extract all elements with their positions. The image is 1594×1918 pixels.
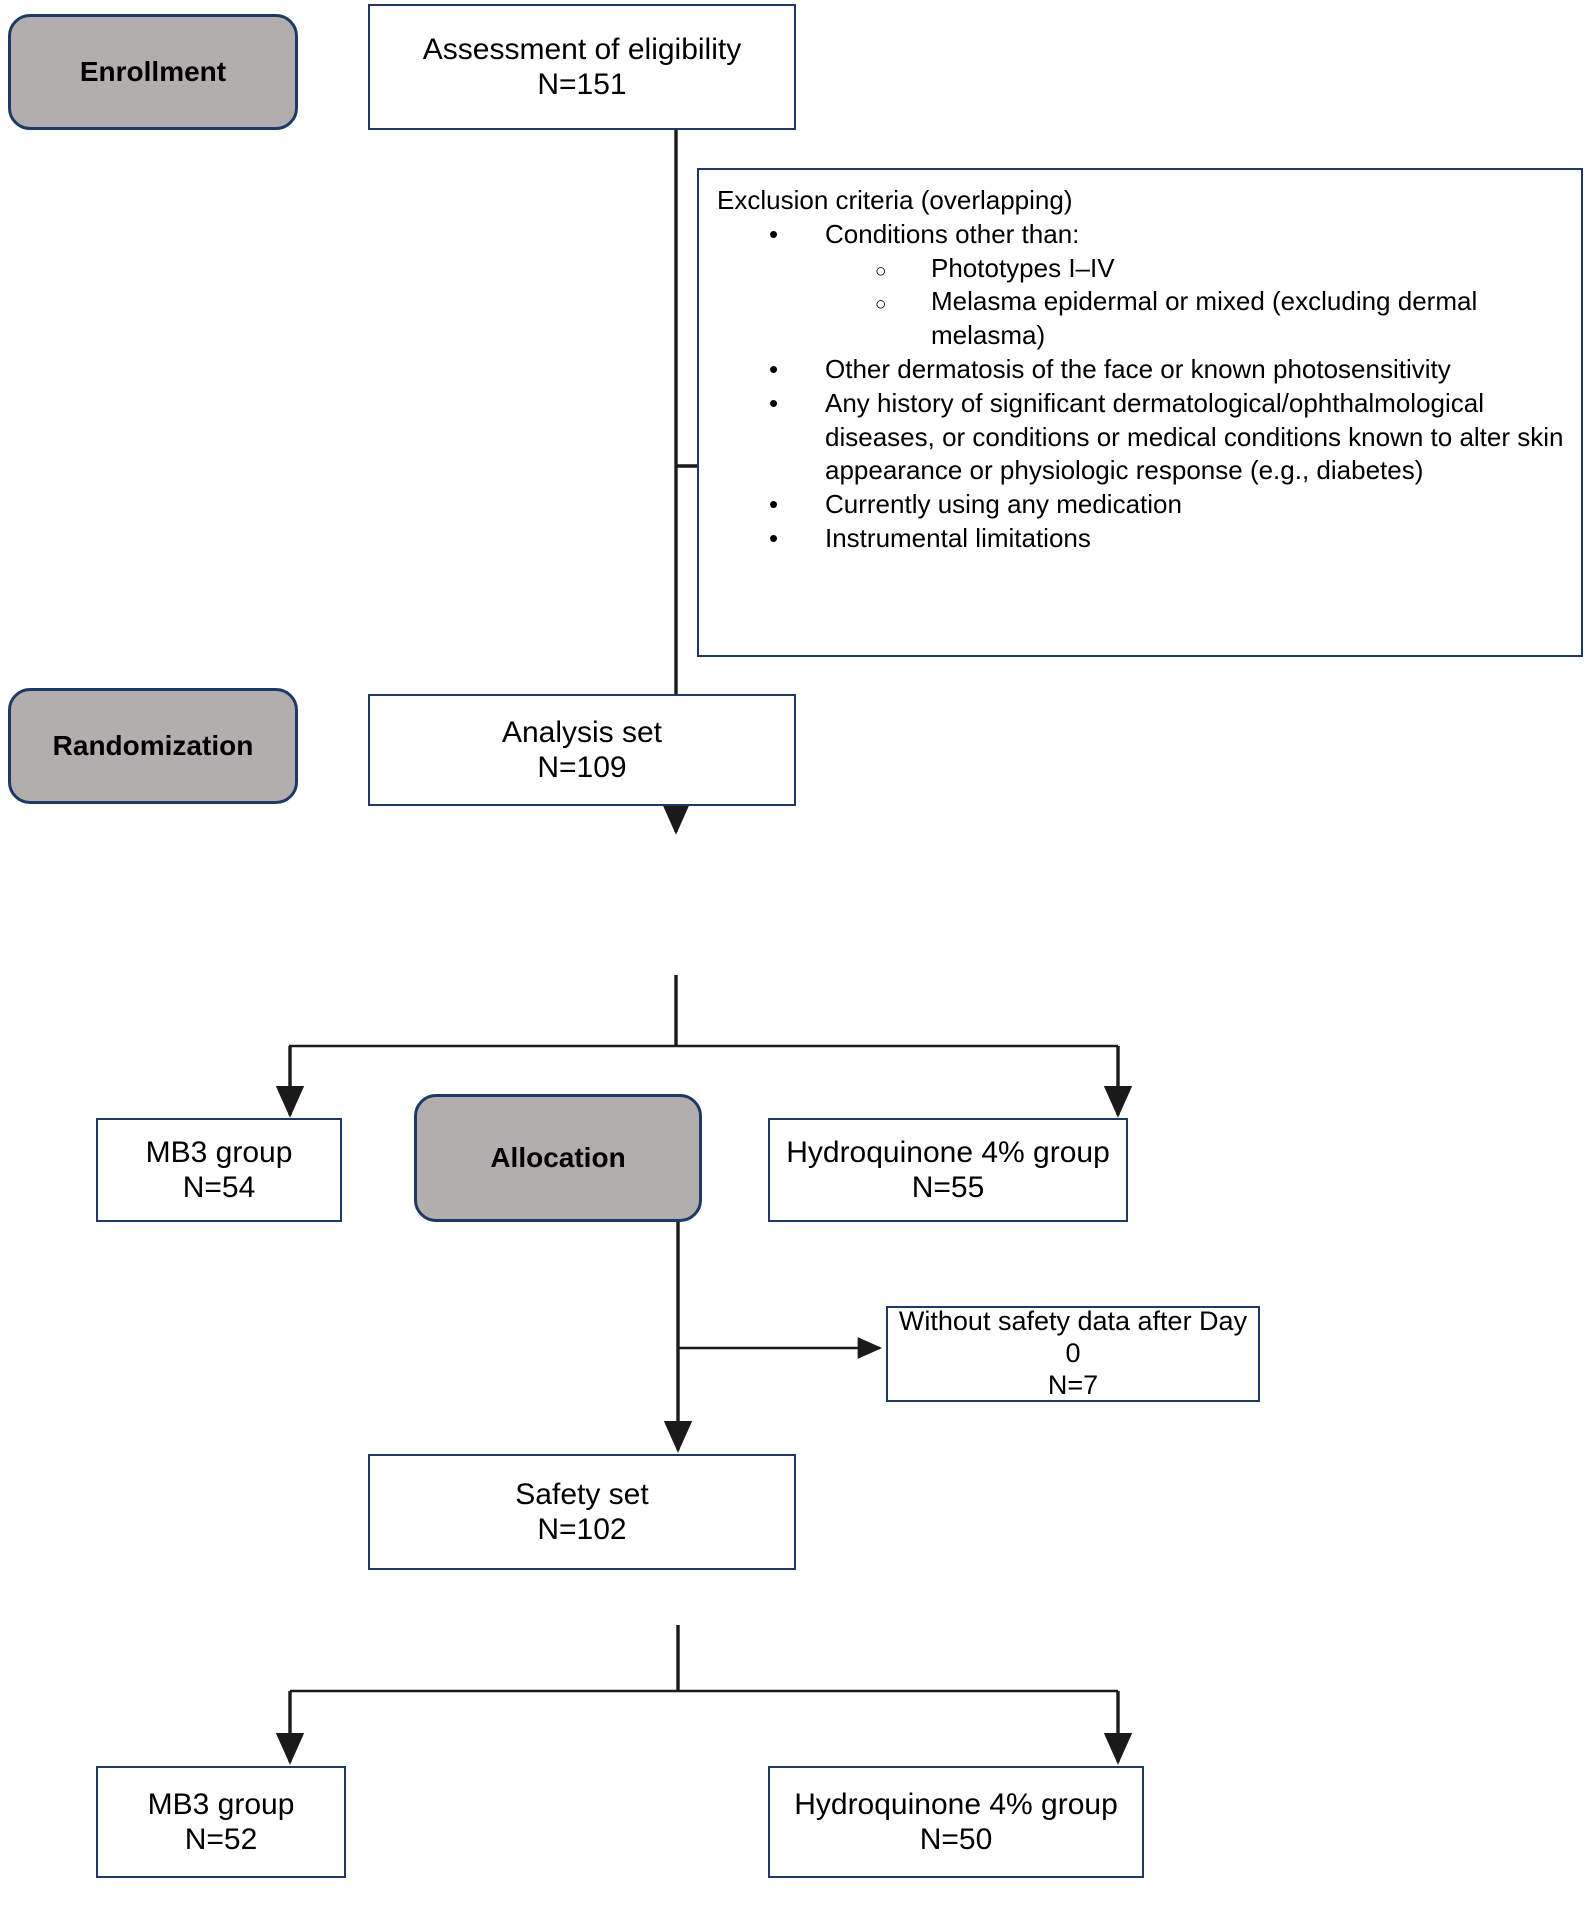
node-eligibility-count: N=151	[537, 68, 627, 101]
exclusion-criteria-heading: Exclusion criteria (overlapping)	[717, 185, 1073, 215]
node-hydroquinone-safety-title: Hydroquinone 4% group	[794, 1787, 1118, 1821]
stage-label-enrollment-text: Enrollment	[79, 56, 227, 88]
node-mb3-safety: MB3 group N=52	[96, 1766, 346, 1878]
exclusion-item-text: Phototypes I–IV	[931, 252, 1115, 283]
bullet-disc-icon	[769, 353, 825, 387]
bullet-circle-icon	[875, 285, 931, 353]
node-without-safety-data-count: N=7	[1047, 1369, 1099, 1400]
node-without-safety-data-title: Without safety data after Day 0	[898, 1306, 1248, 1369]
exclusion-item: Conditions other than:	[717, 218, 1565, 252]
node-mb3-safety-title: MB3 group	[147, 1787, 295, 1821]
bullet-disc-icon	[769, 522, 825, 556]
bullet-disc-icon	[769, 218, 825, 252]
node-safety-set-count: N=102	[537, 1513, 627, 1546]
node-safety-set: Safety set N=102	[368, 1454, 796, 1570]
exclusion-item: Phototypes I–IV	[717, 252, 1565, 286]
bullet-circle-icon	[875, 252, 931, 286]
exclusion-item: Any history of significant dermatologica…	[717, 387, 1565, 488]
stage-label-enrollment: Enrollment	[8, 14, 298, 130]
stage-label-randomization-text: Randomization	[52, 730, 254, 762]
node-without-safety-data: Without safety data after Day 0 N=7	[886, 1306, 1260, 1402]
exclusion-item-text: Other dermatosis of the face or known ph…	[825, 353, 1451, 384]
stage-label-allocation: Allocation	[414, 1094, 702, 1222]
node-hydroquinone-allocation-title: Hydroquinone 4% group	[786, 1135, 1110, 1169]
exclusion-item-text: Melasma epidermal or mixed (excluding de…	[931, 286, 1478, 351]
exclusion-item-text: Any history of significant dermatologica…	[825, 387, 1564, 486]
node-mb3-safety-count: N=52	[184, 1823, 258, 1856]
exclusion-item: Melasma epidermal or mixed (excluding de…	[717, 285, 1565, 353]
node-analysis-set-title: Analysis set	[501, 715, 663, 749]
node-mb3-allocation: MB3 group N=54	[96, 1118, 342, 1222]
node-mb3-allocation-title: MB3 group	[145, 1135, 293, 1169]
node-analysis-set: Analysis set N=109	[368, 694, 796, 806]
node-eligibility: Assessment of eligibility N=151	[368, 4, 796, 130]
node-hydroquinone-allocation: Hydroquinone 4% group N=55	[768, 1118, 1128, 1222]
node-analysis-set-count: N=109	[537, 751, 627, 784]
exclusion-item: Other dermatosis of the face or known ph…	[717, 353, 1565, 387]
exclusion-item-text: Currently using any medication	[825, 489, 1182, 520]
exclusion-item-text: Conditions other than:	[825, 218, 1080, 249]
stage-label-randomization: Randomization	[8, 688, 298, 804]
stage-label-allocation-text: Allocation	[490, 1142, 626, 1174]
exclusion-item: Instrumental limitations	[717, 522, 1565, 556]
node-mb3-allocation-count: N=54	[182, 1171, 256, 1204]
node-hydroquinone-allocation-count: N=55	[911, 1171, 985, 1204]
node-safety-set-title: Safety set	[515, 1477, 649, 1511]
exclusion-criteria-box: Exclusion criteria (overlapping) Conditi…	[697, 168, 1583, 657]
node-eligibility-title: Assessment of eligibility	[422, 32, 742, 66]
bullet-disc-icon	[769, 488, 825, 522]
node-hydroquinone-safety-count: N=50	[919, 1823, 993, 1856]
node-hydroquinone-safety: Hydroquinone 4% group N=50	[768, 1766, 1144, 1878]
exclusion-item-text: Instrumental limitations	[825, 522, 1091, 553]
exclusion-item: Currently using any medication	[717, 488, 1565, 522]
bullet-disc-icon	[769, 387, 825, 488]
